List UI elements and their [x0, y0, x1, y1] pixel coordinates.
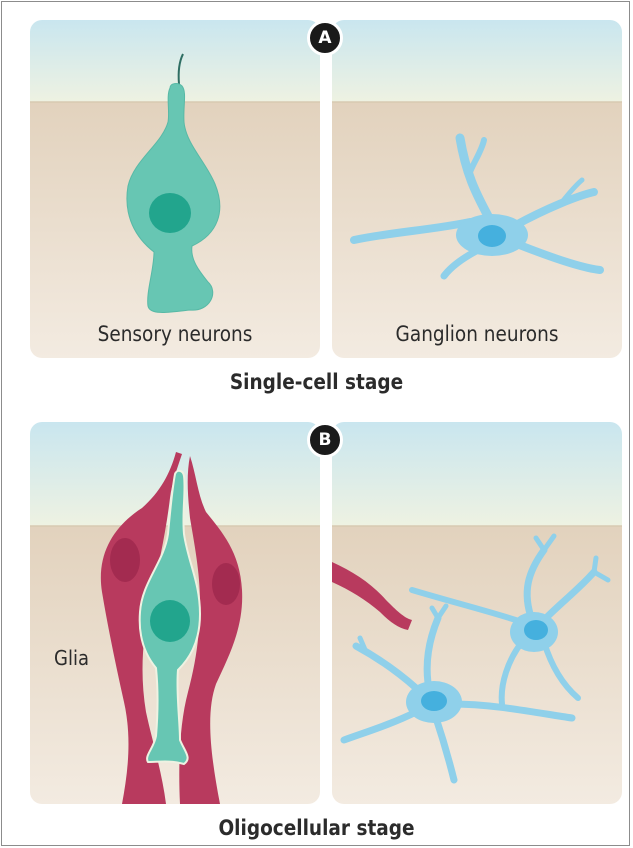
ganglion-nucleus	[478, 225, 506, 247]
glia-label: Glia	[54, 646, 89, 670]
sensory-nucleus	[149, 193, 191, 233]
ganglion-nucleus-upper	[524, 620, 548, 640]
panel-a-ganglion: Ganglion neurons	[332, 20, 622, 358]
glia-nucleus-left	[110, 538, 140, 582]
ganglion-neuron-illustration	[332, 20, 622, 358]
ganglion-network-illustration	[332, 422, 622, 804]
stage-b-badge: B	[307, 422, 343, 458]
stage-a-badge: A	[307, 20, 343, 56]
panel-b-glia: Glia	[30, 422, 320, 804]
oligocellular-stage-label: Oligocellular stage	[40, 816, 594, 840]
glia-nucleus-right	[212, 563, 240, 605]
ganglion-nucleus-lower	[421, 691, 447, 711]
ganglion-neurons-label: Ganglion neurons	[349, 322, 604, 346]
sky-layer	[332, 422, 622, 526]
panel-a-sensory: Sensory neurons	[30, 20, 320, 358]
panel-b-ganglion	[332, 422, 622, 804]
single-cell-stage-label: Single-cell stage	[40, 370, 594, 394]
sensory-neurons-label: Sensory neurons	[47, 322, 302, 346]
ground-layer	[332, 526, 622, 804]
sensory-nucleus	[150, 600, 190, 642]
sky-layer	[332, 20, 622, 102]
glia-sensory-illustration	[30, 422, 320, 804]
sensory-neuron-illustration	[30, 20, 320, 358]
